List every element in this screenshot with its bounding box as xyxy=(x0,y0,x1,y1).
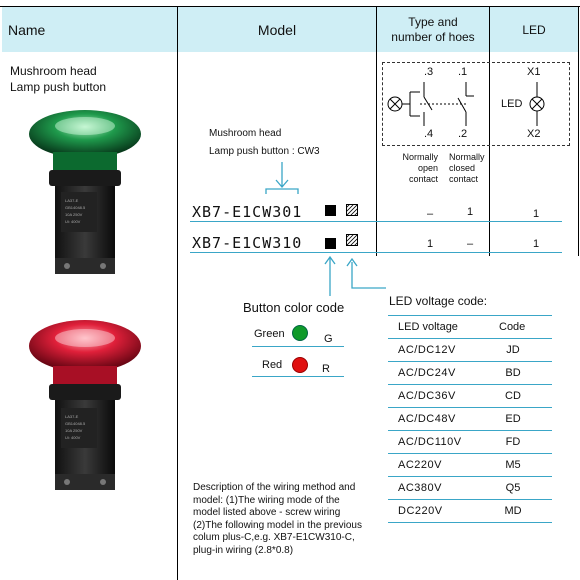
table-header-line xyxy=(388,338,552,339)
callout-bracket xyxy=(265,162,299,194)
column-divider xyxy=(177,6,178,580)
header-type-bg xyxy=(377,7,489,52)
color-placeholder-square xyxy=(325,205,336,216)
color-red-code: R xyxy=(322,363,330,375)
svg-text:LA37-E: LA37-E xyxy=(65,414,79,419)
svg-text:Ui: 400V: Ui: 400V xyxy=(65,435,81,440)
terminal-2-label: .2 xyxy=(458,128,468,140)
voltage-row-divider xyxy=(388,384,552,385)
voltage-value: AC/DC24V xyxy=(398,367,456,379)
header-led: LED xyxy=(522,22,546,37)
voltage-row-divider xyxy=(388,453,552,454)
voltage-code: MD xyxy=(504,505,522,517)
column-divider xyxy=(578,6,579,256)
voltage-value: AC380V xyxy=(398,482,442,494)
row1-led-count: 1 xyxy=(532,208,540,220)
voltage-code: JD xyxy=(506,344,520,356)
color-red-name: Red xyxy=(262,359,283,371)
voltage-row-divider xyxy=(388,361,552,362)
wiring-description: Description of the wiring method and mod… xyxy=(193,482,362,556)
green-mushroom-button-image: LA37-E GB14048.5 10A 250V Ui: 400V xyxy=(29,110,141,274)
row-divider xyxy=(190,252,562,253)
row1-nc-count: 1 xyxy=(466,206,474,218)
column-divider xyxy=(489,6,490,256)
code-arrows xyxy=(324,255,386,296)
terminal-4-label: .4 xyxy=(424,128,434,140)
row2-no-count: 1 xyxy=(426,238,434,250)
voltage-row-divider xyxy=(388,430,552,431)
terminal-x1-label: X1 xyxy=(527,66,541,78)
normally-open-label: Normally open contact xyxy=(402,152,438,184)
voltage-value: AC/DC12V xyxy=(398,344,456,356)
product-name-line2: Lamp push button xyxy=(10,80,107,94)
led-label: LED xyxy=(501,98,523,110)
voltage-code: Q5 xyxy=(505,482,521,494)
row2-nc-count: – xyxy=(466,238,474,250)
row1-no-count: – xyxy=(426,208,434,220)
led-voltage-col1: LED voltage xyxy=(398,321,458,333)
voltage-code: BD xyxy=(505,367,521,379)
svg-text:Ui: 400V: Ui: 400V xyxy=(65,219,81,224)
voltage-value: AC/DC36V xyxy=(398,390,456,402)
product-name-line1: Mushroom head xyxy=(10,64,97,78)
svg-text:GB14048.5: GB14048.5 xyxy=(65,421,86,426)
svg-text:10A 250V: 10A 250V xyxy=(65,428,83,433)
voltage-row-divider xyxy=(388,407,552,408)
header-led-bg xyxy=(490,7,578,52)
color-red-swatch xyxy=(292,357,308,373)
terminal-1-label: .1 xyxy=(458,66,468,78)
voltage-row-divider xyxy=(388,476,552,477)
callout-line1: Mushroom head xyxy=(209,128,282,139)
row2-led-count: 1 xyxy=(532,238,540,250)
contact-diagram-box xyxy=(382,62,570,146)
color-green-swatch xyxy=(292,325,308,341)
callout-line2: Lamp push button : CW3 xyxy=(209,146,320,157)
color-row-divider xyxy=(252,376,344,377)
header-name: Name xyxy=(8,21,46,38)
voltage-value: AC/DC48V xyxy=(398,413,456,425)
voltage-row-divider xyxy=(388,522,552,523)
color-green-code: G xyxy=(324,333,333,345)
svg-text:LA37-E: LA37-E xyxy=(65,198,79,203)
voltage-code: M5 xyxy=(505,459,521,471)
voltage-code: ED xyxy=(505,413,521,425)
voltage-code: FD xyxy=(505,436,521,448)
terminal-3-label: .3 xyxy=(424,66,434,78)
table-header-line xyxy=(388,315,552,316)
color-green-name: Green xyxy=(254,328,285,340)
svg-text:GB14048.5: GB14048.5 xyxy=(65,205,86,210)
color-placeholder-square xyxy=(325,238,336,249)
button-color-title: Button color code xyxy=(243,300,345,315)
voltage-code: CD xyxy=(505,390,521,402)
row-divider xyxy=(190,221,562,222)
header-model-bg xyxy=(178,7,376,52)
header-type: Type and number of hoes xyxy=(391,14,475,44)
red-mushroom-button-image: LA37-E GB14048.5 10A 250V Ui: 400V xyxy=(29,320,141,490)
svg-text:10A 250V: 10A 250V xyxy=(65,212,83,217)
table-top-border xyxy=(0,6,580,7)
column-divider xyxy=(376,6,377,256)
voltage-placeholder-square xyxy=(346,204,358,216)
header-model: Model xyxy=(257,21,297,38)
led-voltage-title: LED voltage code: xyxy=(389,294,488,308)
model-code-2: XB7-E1CW310 xyxy=(192,234,303,252)
contact-diagram xyxy=(387,82,545,126)
voltage-row-divider xyxy=(388,499,552,500)
color-row-divider xyxy=(252,346,344,347)
voltage-value: AC/DC110V xyxy=(398,436,462,448)
led-voltage-col2: Code xyxy=(499,321,526,333)
header-name-bg xyxy=(2,7,177,52)
voltage-value: AC220V xyxy=(398,459,442,471)
voltage-placeholder-square xyxy=(346,234,358,246)
voltage-value: DC220V xyxy=(398,505,443,517)
model-code-1: XB7-E1CW301 xyxy=(192,203,303,221)
normally-closed-label: Normally closed contact xyxy=(449,152,485,184)
terminal-x2-label: X2 xyxy=(527,128,541,140)
